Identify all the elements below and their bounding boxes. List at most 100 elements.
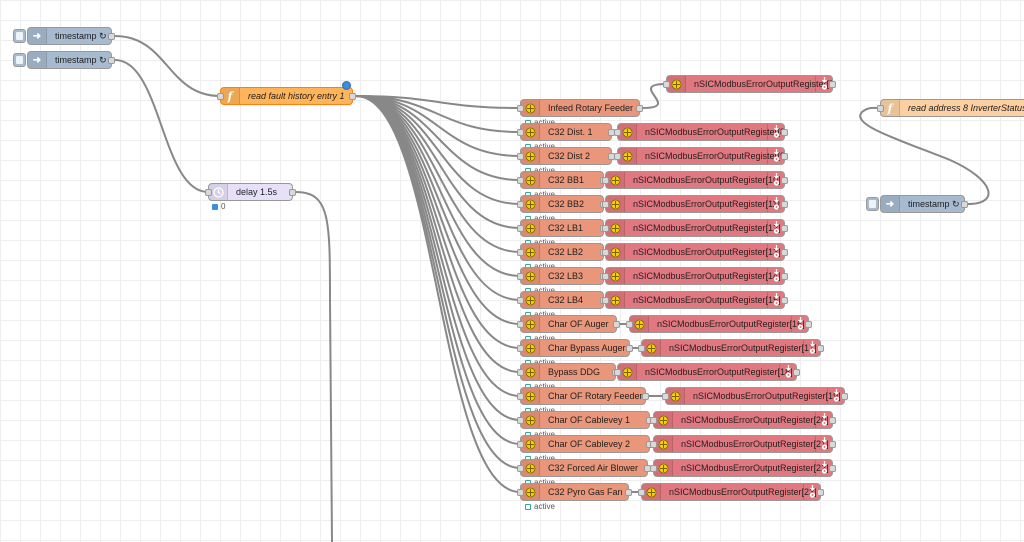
output-port[interactable] (829, 417, 836, 424)
inject-node-timestamp[interactable]: ➜timestamp ↻ (13, 27, 115, 45)
output-port[interactable] (817, 345, 824, 352)
input-port[interactable] (614, 369, 621, 376)
modbus-write-node[interactable]: nSICModbusErrorOutputRegister[9] (614, 147, 788, 165)
input-port[interactable] (602, 297, 609, 304)
modbus-read-node[interactable]: C32 BB1 (517, 171, 607, 189)
output-port[interactable] (781, 177, 788, 184)
input-port[interactable] (517, 369, 524, 376)
input-port[interactable] (205, 189, 212, 196)
input-port[interactable] (217, 93, 224, 100)
input-port[interactable] (650, 465, 657, 472)
modbus-read-node[interactable]: Char OF Cablevey 2 (517, 435, 653, 453)
output-port[interactable] (108, 33, 115, 40)
input-port[interactable] (517, 105, 524, 112)
modbus-read-node[interactable]: Char OF Rotary Feeder (517, 387, 649, 405)
modbus-read-node[interactable]: C32 BB2 (517, 195, 607, 213)
modbus-write-node[interactable]: nSICModbusErrorOutputRegister[15] (602, 291, 788, 309)
modbus-write-node[interactable]: nSICModbusErrorOutputRegister[11] (602, 195, 788, 213)
input-port[interactable] (638, 489, 645, 496)
output-port[interactable] (961, 201, 968, 208)
input-port[interactable] (602, 225, 609, 232)
input-port[interactable] (662, 393, 669, 400)
inject-trigger-button[interactable] (866, 197, 879, 211)
modbus-write-node[interactable]: nSICModbusErrorOutputRegister[21] (650, 435, 836, 453)
output-port[interactable] (781, 297, 788, 304)
modbus-read-node[interactable]: Char Bypass Auger (517, 339, 633, 357)
input-port[interactable] (517, 225, 524, 232)
input-port[interactable] (517, 201, 524, 208)
input-port[interactable] (517, 465, 524, 472)
input-port[interactable] (602, 201, 609, 208)
output-port[interactable] (642, 393, 649, 400)
modbus-read-node[interactable]: Char OF Auger (517, 315, 620, 333)
modbus-read-node[interactable]: C32 LB2 (517, 243, 607, 261)
output-port[interactable] (613, 321, 620, 328)
inject-trigger-button[interactable] (13, 29, 26, 43)
output-port[interactable] (841, 393, 848, 400)
input-port[interactable] (614, 153, 621, 160)
modbus-read-node[interactable]: C32 Dist 2 (517, 147, 615, 165)
modbus-read-node[interactable]: Bypass DDG (517, 363, 619, 381)
output-port[interactable] (817, 489, 824, 496)
input-port[interactable] (663, 81, 670, 88)
output-port[interactable] (829, 441, 836, 448)
modbus-read-node[interactable]: C32 Forced Air Blower (517, 459, 651, 477)
output-port[interactable] (781, 153, 788, 160)
output-port[interactable] (625, 489, 632, 496)
output-port[interactable] (829, 465, 836, 472)
delay-node[interactable]: delay 1.5s (205, 183, 296, 201)
modbus-write-node[interactable]: nSICModbusErrorOutputRegister[7] (663, 75, 836, 93)
modbus-write-node[interactable]: nSICModbusErrorOutputRegister[19] (662, 387, 848, 405)
output-port[interactable] (781, 201, 788, 208)
inject-node-timestamp[interactable]: ➜timestamp ↻ (866, 195, 968, 213)
modbus-write-node[interactable]: nSICModbusErrorOutputRegister[8] (614, 123, 788, 141)
output-port[interactable] (289, 189, 296, 196)
modbus-read-node[interactable]: Infeed Rotary Feeder (517, 99, 643, 117)
modbus-read-node[interactable]: C32 LB1 (517, 219, 607, 237)
modbus-read-node[interactable]: C32 Dist. 1 (517, 123, 615, 141)
inject-node-timestamp[interactable]: ➜timestamp ↻ (13, 51, 115, 69)
output-port[interactable] (805, 321, 812, 328)
input-port[interactable] (517, 393, 524, 400)
modbus-write-node[interactable]: nSICModbusErrorOutputRegister[14] (602, 267, 788, 285)
modbus-write-node[interactable]: nSICModbusErrorOutputRegister[20] (650, 411, 836, 429)
output-port[interactable] (781, 129, 788, 136)
input-port[interactable] (602, 273, 609, 280)
output-port[interactable] (793, 369, 800, 376)
output-port[interactable] (349, 93, 356, 100)
modbus-read-node[interactable]: C32 LB4 (517, 291, 607, 309)
modbus-write-node[interactable]: nSICModbusErrorOutputRegister[13] (602, 243, 788, 261)
modbus-write-node[interactable]: nSICModbusErrorOutputRegister[23] (638, 483, 824, 501)
input-port[interactable] (517, 321, 524, 328)
inject-trigger-button[interactable] (13, 53, 26, 67)
output-port[interactable] (626, 345, 633, 352)
modbus-write-node[interactable]: nSICModbusErrorOutputRegister[17] (638, 339, 824, 357)
input-port[interactable] (517, 177, 524, 184)
input-port[interactable] (517, 345, 524, 352)
input-port[interactable] (517, 153, 524, 160)
input-port[interactable] (517, 441, 524, 448)
output-port[interactable] (781, 225, 788, 232)
input-port[interactable] (877, 105, 884, 112)
modbus-read-node[interactable]: C32 LB3 (517, 267, 607, 285)
modbus-read-node[interactable]: C32 Pyro Gas Fan (517, 483, 632, 501)
input-port[interactable] (517, 273, 524, 280)
output-port[interactable] (781, 249, 788, 256)
input-port[interactable] (517, 249, 524, 256)
input-port[interactable] (614, 129, 621, 136)
input-port[interactable] (650, 417, 657, 424)
modbus-write-node[interactable]: nSICModbusErrorOutputRegister[16] (626, 315, 812, 333)
input-port[interactable] (517, 417, 524, 424)
modbus-write-node[interactable]: nSICModbusErrorOutputRegister[12] (602, 219, 788, 237)
modbus-write-node[interactable]: nSICModbusErrorOutputRegister[10] (602, 171, 788, 189)
input-port[interactable] (638, 345, 645, 352)
modbus-read-node[interactable]: Char OF Cablevey 1 (517, 411, 653, 429)
input-port[interactable] (517, 489, 524, 496)
output-port[interactable] (636, 105, 643, 112)
output-port[interactable] (829, 81, 836, 88)
input-port[interactable] (602, 249, 609, 256)
modbus-write-node[interactable]: nSICModbusErrorOutputRegister[18] (614, 363, 800, 381)
